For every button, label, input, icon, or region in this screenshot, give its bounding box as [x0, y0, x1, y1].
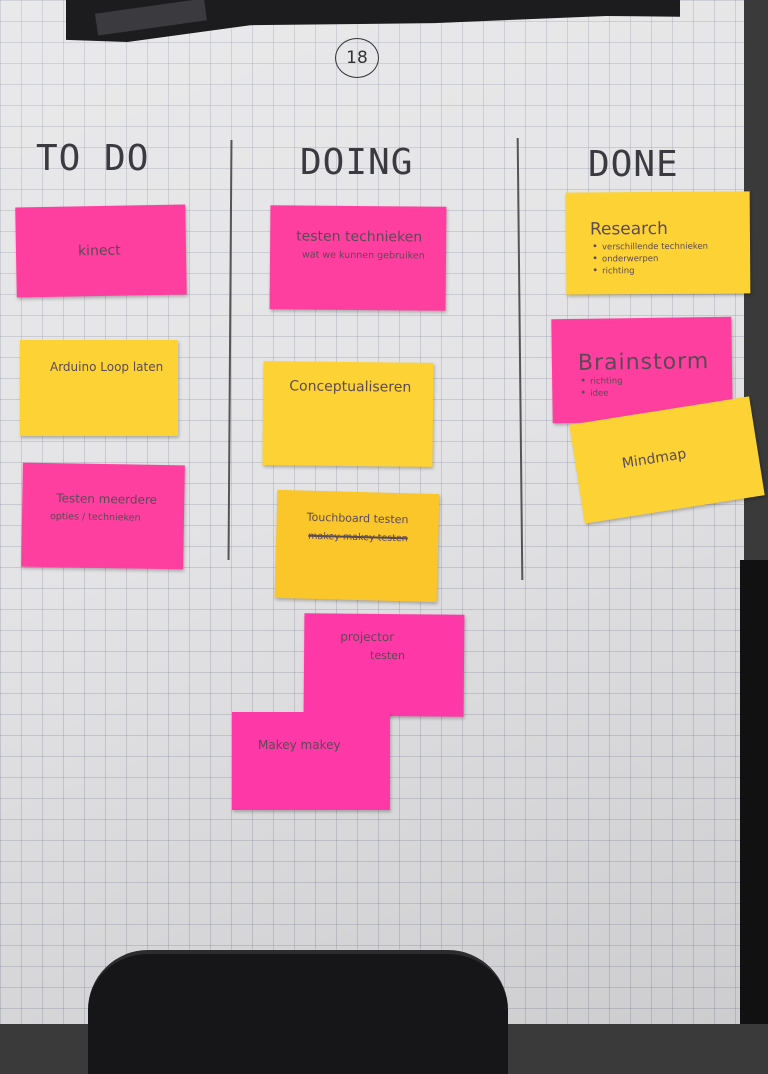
- sticky-note-testen-technieken[interactable]: testen technieken wat we kunnen gebruike…: [269, 205, 447, 311]
- sticky-note-kinect[interactable]: kinect: [15, 204, 187, 298]
- note-title: Research: [589, 218, 668, 240]
- bullet-item: onderwerpen: [592, 252, 738, 265]
- bullet-item: idee: [580, 386, 720, 400]
- dark-background-edge: [740, 560, 768, 1024]
- note-title: kinect: [77, 242, 121, 260]
- note-title: Brainstorm: [577, 349, 710, 376]
- sticky-note-touchboard[interactable]: Touchboard testen makey makey testen: [274, 489, 440, 603]
- page-number: 18: [335, 38, 379, 78]
- note-title: Mindmap: [620, 446, 688, 472]
- note-title: Touchboard testen: [306, 510, 409, 527]
- note-title: projector: [340, 629, 395, 645]
- sticky-note-projector[interactable]: projector testen: [303, 613, 465, 717]
- note-title: Arduino Loop laten: [50, 360, 164, 374]
- bullet-item: verschillende technieken: [592, 240, 738, 253]
- sticky-note-research[interactable]: Research verschillende technieken onderw…: [565, 191, 751, 295]
- sticky-note-makey-makey[interactable]: Makey makey: [232, 712, 390, 810]
- note-subtitle: wat we kunnen gebruiken: [301, 249, 425, 262]
- note-title: Testen meerdere: [56, 491, 158, 507]
- note-title: testen technieken: [296, 228, 423, 246]
- note-subtitle: opties / technieken: [49, 511, 141, 524]
- bullet-item: richting: [592, 264, 738, 277]
- sticky-note-conceptualiseren[interactable]: Conceptualiseren: [262, 361, 434, 467]
- note-title: Makey makey: [258, 738, 341, 752]
- brainstorm-bullet-list: richting idee: [578, 374, 720, 400]
- note-title: Conceptualiseren: [289, 378, 412, 396]
- column-heading-doing: DOING: [300, 142, 414, 183]
- sticky-note-testen-meerdere[interactable]: Testen meerdere opties / technieken: [21, 462, 185, 570]
- dark-chair-back: [88, 950, 508, 1074]
- note-subtitle: makey makey testen: [308, 530, 408, 545]
- note-subtitle: testen: [370, 648, 406, 663]
- research-bullet-list: verschillende technieken onderwerpen ric…: [590, 240, 738, 277]
- sticky-note-arduino[interactable]: Arduino Loop laten: [20, 340, 178, 436]
- column-heading-done: DONE: [588, 144, 679, 185]
- column-heading-todo: TO DO: [36, 138, 150, 179]
